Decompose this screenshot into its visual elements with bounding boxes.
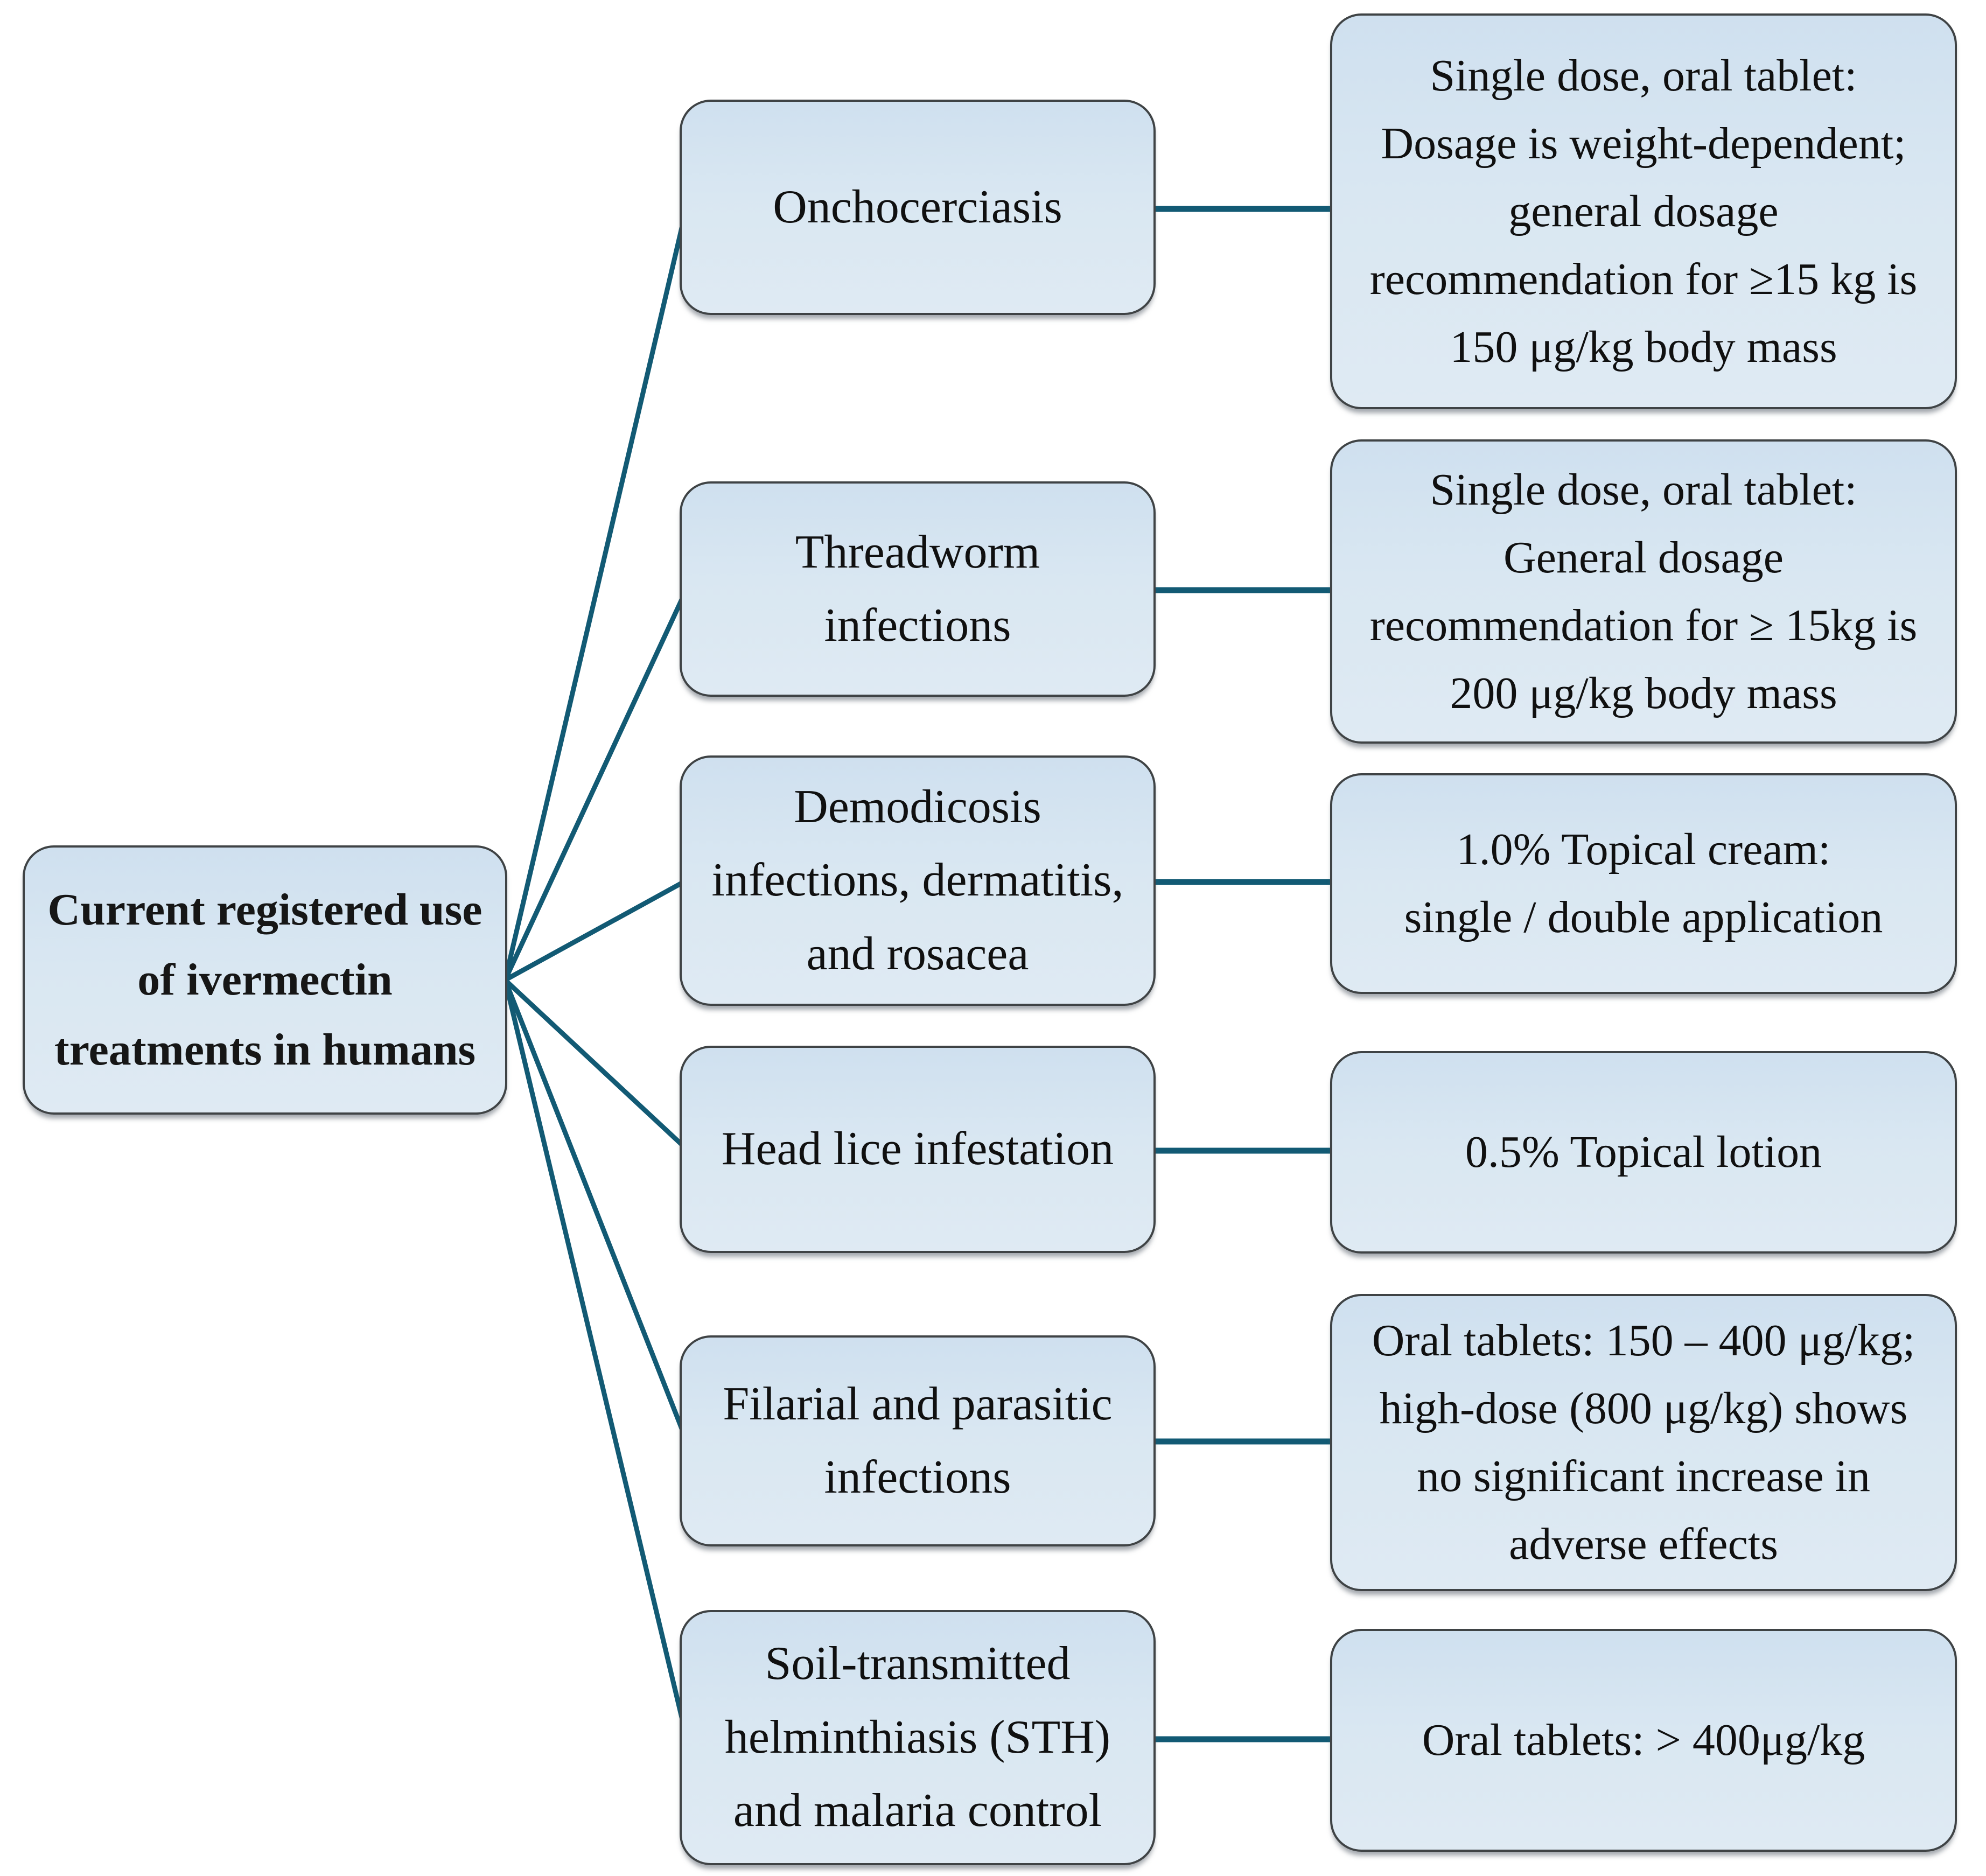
fan-line-head-lice <box>503 978 689 1151</box>
treatment-label: Oral tablets: > 400μg/kg <box>1422 1715 1865 1765</box>
condition-label: Onchocerciasis <box>773 180 1062 233</box>
condition-label: Soil-transmitted helminthiasis (STH) and… <box>724 1637 1111 1837</box>
condition-label: Head lice infestation <box>721 1123 1114 1175</box>
condition-label: Demodicosis infections, dermatitis, and … <box>711 780 1124 980</box>
fan-line-demodicosis <box>504 878 688 982</box>
treatment-node-head-lice: 0.5% Topical lotion <box>1330 1051 1957 1254</box>
treatment-node-onchocerciasis: Single dose, oral tablet: Dosage is weig… <box>1330 13 1957 409</box>
fan-line-filarial <box>502 979 689 1442</box>
treatment-label: Single dose, oral tablet: General dosage… <box>1369 464 1918 718</box>
condition-node-head-lice: Head lice infestation <box>680 1046 1156 1253</box>
treatment-node-soil-transmitted: Oral tablets: > 400μg/kg <box>1330 1629 1957 1852</box>
condition-node-threadworm: Threadworm infections <box>680 481 1156 697</box>
root-node-label: Current registered use of ivermectin tre… <box>47 884 482 1075</box>
fan-line-soil-transmitted <box>502 979 689 1739</box>
condition-node-onchocerciasis: Onchocerciasis <box>680 100 1156 315</box>
root-node: Current registered use of ivermectin tre… <box>23 845 507 1115</box>
condition-label: Filarial and parasitic infections <box>723 1377 1113 1503</box>
condition-node-demodicosis: Demodicosis infections, dermatitis, and … <box>680 755 1156 1006</box>
treatment-label: 1.0% Topical cream: single / double appl… <box>1404 824 1883 942</box>
fan-line-threadworm <box>502 588 689 981</box>
treatment-label: Single dose, oral tablet: Dosage is weig… <box>1369 50 1918 372</box>
treatment-node-filarial: Oral tablets: 150 – 400 μg/kg; high-dose… <box>1330 1294 1957 1591</box>
treatment-node-threadworm: Single dose, oral tablet: General dosage… <box>1330 439 1957 744</box>
condition-node-filarial: Filarial and parasitic infections <box>680 1335 1156 1546</box>
treatment-label: 0.5% Topical lotion <box>1465 1127 1822 1177</box>
condition-node-soil-transmitted: Soil-transmitted helminthiasis (STH) and… <box>680 1610 1156 1865</box>
treatment-label: Oral tablets: 150 – 400 μg/kg; high-dose… <box>1372 1315 1915 1569</box>
fan-line-onchocerciasis <box>502 206 689 981</box>
treatment-node-demodicosis: 1.0% Topical cream: single / double appl… <box>1330 773 1957 994</box>
condition-label: Threadworm infections <box>795 526 1040 652</box>
